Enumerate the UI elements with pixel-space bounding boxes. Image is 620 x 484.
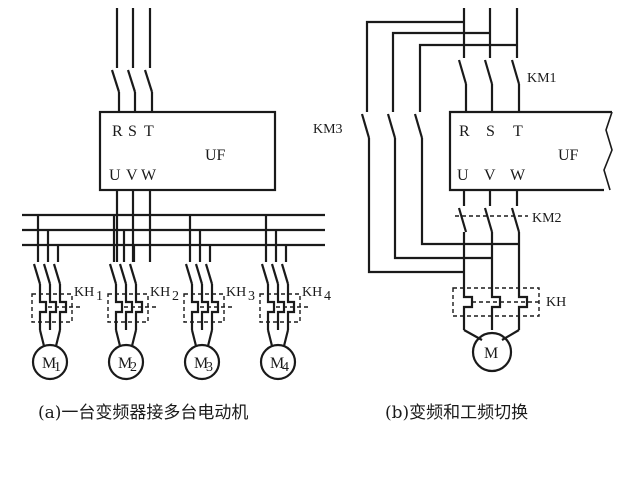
motor-feed bbox=[38, 329, 46, 347]
motor-feed bbox=[130, 329, 138, 347]
terminal-v-a: V bbox=[126, 167, 138, 184]
motor-feed bbox=[114, 329, 122, 347]
branch-contact bbox=[184, 263, 194, 285]
motor-feed bbox=[190, 329, 198, 347]
kh-subscript: 3 bbox=[248, 289, 255, 304]
motor-subscript: 1 bbox=[54, 360, 61, 375]
thermal-relay-box bbox=[183, 293, 225, 323]
thermal-relay-box bbox=[259, 293, 301, 323]
terminal-s-a: S bbox=[128, 123, 137, 140]
supply-lines-b bbox=[457, 8, 521, 112]
motor-subscript: 3 bbox=[206, 360, 213, 375]
thermal-relay-b bbox=[452, 287, 540, 330]
motor-feed bbox=[282, 329, 290, 347]
inverter-box-b bbox=[448, 110, 613, 192]
motor-subscript: 4 bbox=[282, 360, 289, 375]
heater-element bbox=[38, 296, 48, 330]
terminal-t-b: T bbox=[513, 123, 523, 140]
kh-label-b: KH bbox=[546, 295, 566, 310]
motor-label: M bbox=[42, 355, 56, 372]
branch-contact bbox=[280, 263, 290, 285]
terminal-r-b: R bbox=[459, 123, 470, 140]
terminal-r-a: R bbox=[112, 123, 123, 140]
heater-element bbox=[114, 296, 124, 330]
branch-contact bbox=[118, 263, 128, 285]
motor-b: M bbox=[463, 329, 520, 373]
terminal-u-b: U bbox=[457, 167, 469, 184]
inverter-label-b: UF bbox=[558, 147, 579, 164]
thermal-relay-box bbox=[107, 293, 149, 323]
bus-bars-a bbox=[22, 213, 325, 247]
branch-contact bbox=[260, 263, 270, 285]
heater-element bbox=[200, 296, 210, 330]
branch-contact bbox=[52, 263, 62, 285]
terminal-w-b: W bbox=[510, 167, 526, 184]
motor-circle bbox=[183, 343, 221, 381]
motor-label: M bbox=[270, 355, 284, 372]
heater-element bbox=[48, 296, 58, 330]
heater-element bbox=[276, 296, 286, 330]
output-lines-b bbox=[455, 190, 528, 290]
motor-label: M bbox=[118, 355, 132, 372]
terminal-t-a: T bbox=[144, 123, 154, 140]
km1-label: KM1 bbox=[527, 71, 557, 86]
terminal-u-a: U bbox=[109, 167, 121, 184]
terminal-v-b: V bbox=[484, 167, 496, 184]
heater-element bbox=[210, 296, 220, 330]
bypass-lines-b bbox=[360, 20, 519, 274]
motor-feed bbox=[206, 329, 214, 347]
supply-lines-a bbox=[110, 8, 154, 112]
motor-circle bbox=[31, 343, 69, 381]
motor-label: M bbox=[194, 355, 208, 372]
inverter-box-a bbox=[98, 110, 277, 192]
kh-label: KH bbox=[226, 285, 246, 300]
km3-label: KM3 bbox=[313, 122, 343, 137]
motor-feed bbox=[54, 329, 62, 347]
kh-label: KH bbox=[150, 285, 170, 300]
kh-label: KH bbox=[302, 285, 322, 300]
kh-label: KH bbox=[74, 285, 94, 300]
motor-subscript: 2 bbox=[130, 360, 137, 375]
km2-label: KM2 bbox=[532, 211, 562, 226]
thermal-relay-box bbox=[31, 293, 73, 323]
branch-contact bbox=[204, 263, 214, 285]
heater-element bbox=[190, 296, 200, 330]
motor-circle bbox=[259, 343, 297, 381]
inverter-label-a: UF bbox=[205, 147, 226, 164]
motor-circle bbox=[107, 343, 145, 381]
branch-contact bbox=[128, 263, 138, 285]
terminal-w-a: W bbox=[141, 167, 157, 184]
heater-element bbox=[134, 296, 144, 330]
branch-contact bbox=[270, 263, 280, 285]
heater-element bbox=[58, 296, 68, 330]
branch-contact bbox=[194, 263, 204, 285]
motor-label-b: M bbox=[484, 345, 498, 362]
caption-a: (a)一台变频器接多台电动机 bbox=[38, 403, 248, 423]
diagram-b: KM1 KM3 R S T UF U V W bbox=[313, 8, 613, 423]
terminal-s-b: S bbox=[486, 123, 495, 140]
heater-element bbox=[124, 296, 134, 330]
motor-feed bbox=[266, 329, 274, 347]
branch-contact bbox=[108, 263, 118, 285]
kh-subscript: 2 bbox=[172, 289, 179, 304]
branch-contact bbox=[32, 263, 42, 285]
kh-subscript: 4 bbox=[324, 289, 331, 304]
kh-subscript: 1 bbox=[96, 289, 103, 304]
heater-element bbox=[286, 296, 296, 330]
branch-contact bbox=[42, 263, 52, 285]
caption-b: (b)变频和工频切换 bbox=[385, 403, 528, 423]
heater-element bbox=[266, 296, 276, 330]
